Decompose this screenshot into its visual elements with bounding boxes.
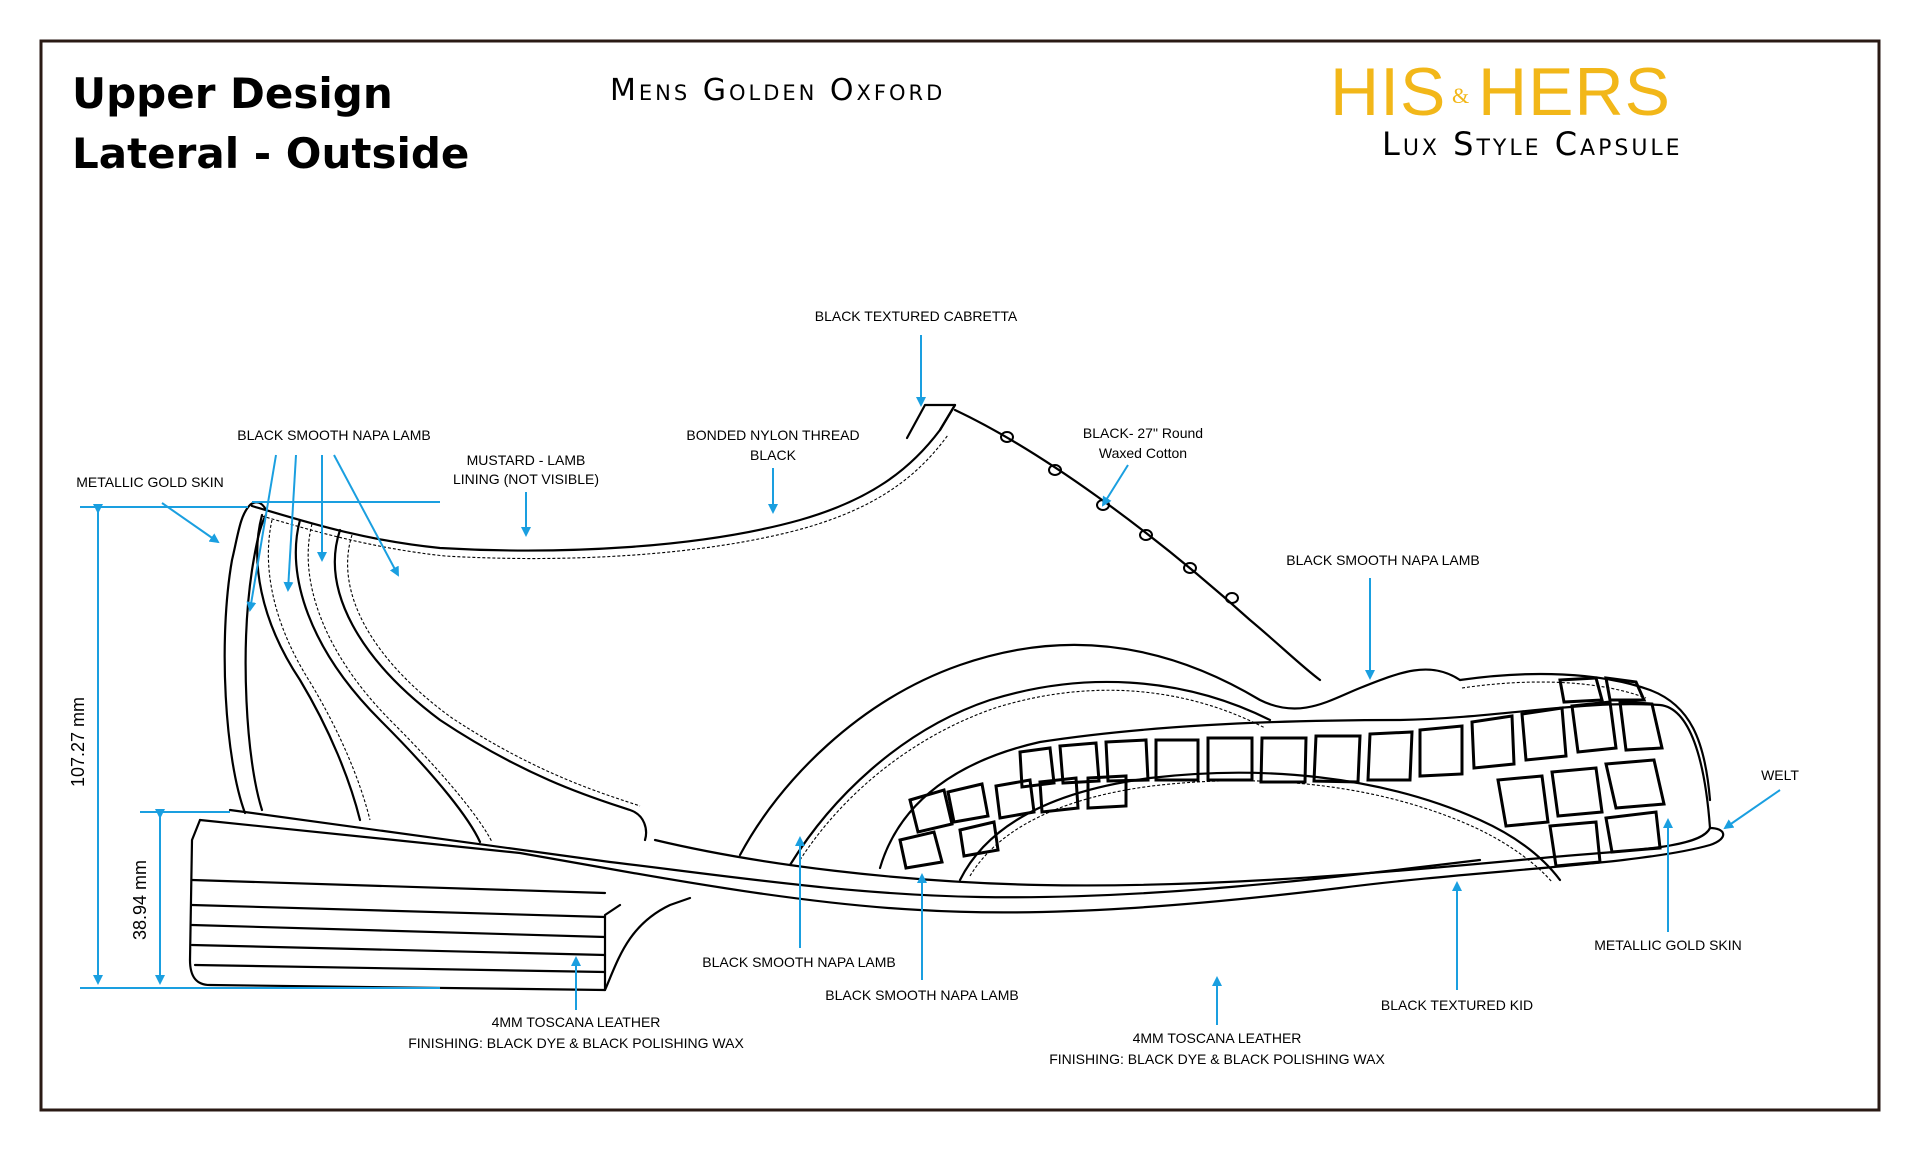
callout-thread: BONDED NYLON THREAD BLACK [686,427,860,514]
collar-tip [905,403,957,440]
label-sole-leather-2: FINISHING: BLACK DYE & BLACK POLISHING W… [1049,1051,1385,1067]
brand-ampersand: & [1452,83,1469,108]
brand-logo: HIS & HERS Lux Style Capsule [1330,54,1683,163]
callout-napa-quarter: BLACK SMOOTH NAPA LAMB [702,836,896,970]
quarter-curve-1 [256,513,362,822]
callout-laces: BLACK- 27" Round Waxed Cotton [1083,425,1203,507]
callout-napa-wing: BLACK SMOOTH NAPA LAMB [825,873,1019,1003]
callout-gold-skin-toe: METALLIC GOLD SKIN [1594,818,1742,953]
model-name: Mens Golden Oxford [610,73,945,108]
label-napa-quarter: BLACK SMOOTH NAPA LAMB [702,954,895,970]
callout-lining: MUSTARD - LAMB LINING (NOT VISIBLE) [252,452,599,537]
callout-welt: WELT [1723,767,1799,830]
callout-cabretta: BLACK TEXTURED CABRETTA [815,308,1018,407]
label-textured-kid: BLACK TEXTURED KID [1381,997,1533,1013]
label-napa-top: BLACK SMOOTH NAPA LAMB [237,427,430,443]
label-sole-leather-1: 4MM TOSCANA LEATHER [1133,1030,1302,1046]
brand-hers: HERS [1478,54,1671,130]
dimension-total-height: 107.27 mm [68,504,440,989]
page-title-line1: Upper Design [72,69,393,118]
brand-subtitle: Lux Style Capsule [1382,125,1683,163]
label-thread-1: BONDED NYLON THREAD [686,427,859,443]
label-lining-2: LINING (NOT VISIBLE) [453,471,599,487]
label-lace-2: Waxed Cotton [1099,445,1187,461]
vamp-wing-outer [738,643,1462,857]
total-height-value: 107.27 mm [68,697,88,787]
callout-napa-top: BLACK SMOOTH NAPA LAMB [237,427,431,612]
quarter-curve-2 [294,518,482,844]
sheet-frame [39,39,1881,1112]
label-welt: WELT [1761,767,1799,783]
vamp-wing-mid [788,680,1272,867]
label-lace-1: BLACK- 27" Round [1083,425,1203,441]
wingtip-outer-edge [878,703,1712,870]
callout-textured-kid: BLACK TEXTURED KID [1381,881,1533,1013]
label-napa-vamp: BLACK SMOOTH NAPA LAMB [1286,552,1479,568]
heel-counter-inner [244,513,268,812]
topline [250,403,957,552]
quarter-curve-3 [333,528,648,842]
topline-stitch [261,434,949,560]
label-gold-skin-toe: METALLIC GOLD SKIN [1594,937,1742,953]
toe-cap [1458,672,1712,802]
eyestay [953,408,1322,682]
brand-his: HIS [1330,54,1446,130]
shoe-illustration [188,403,1725,992]
callout-sole-leather: 4MM TOSCANA LEATHER FINISHING: BLACK DYE… [1049,976,1385,1067]
label-cabretta: BLACK TEXTURED CABRETTA [815,308,1018,324]
page-title-line2: Lateral - Outside [72,129,469,178]
label-lining-1: MUSTARD - LAMB [467,452,586,468]
outsole [198,818,1725,914]
label-gold-skin-heel: METALLIC GOLD SKIN [76,474,224,490]
heel-height-value: 38.94 mm [130,860,150,940]
callout-napa-vamp: BLACK SMOOTH NAPA LAMB [1286,552,1480,680]
callout-heel-leather: 4MM TOSCANA LEATHER FINISHING: BLACK DYE… [408,956,744,1051]
label-thread-2: BLACK [750,447,797,463]
dimension-heel-height: 38.94 mm [130,809,230,985]
croc-texture [898,676,1666,870]
label-napa-wing: BLACK SMOOTH NAPA LAMB [825,987,1018,1003]
upper-bottom-edge [228,808,1482,899]
label-heel-leather-2: FINISHING: BLACK DYE & BLACK POLISHING W… [408,1035,744,1051]
callout-gold-skin-heel: METALLIC GOLD SKIN [76,474,224,544]
label-heel-leather-1: 4MM TOSCANA LEATHER [492,1014,661,1030]
